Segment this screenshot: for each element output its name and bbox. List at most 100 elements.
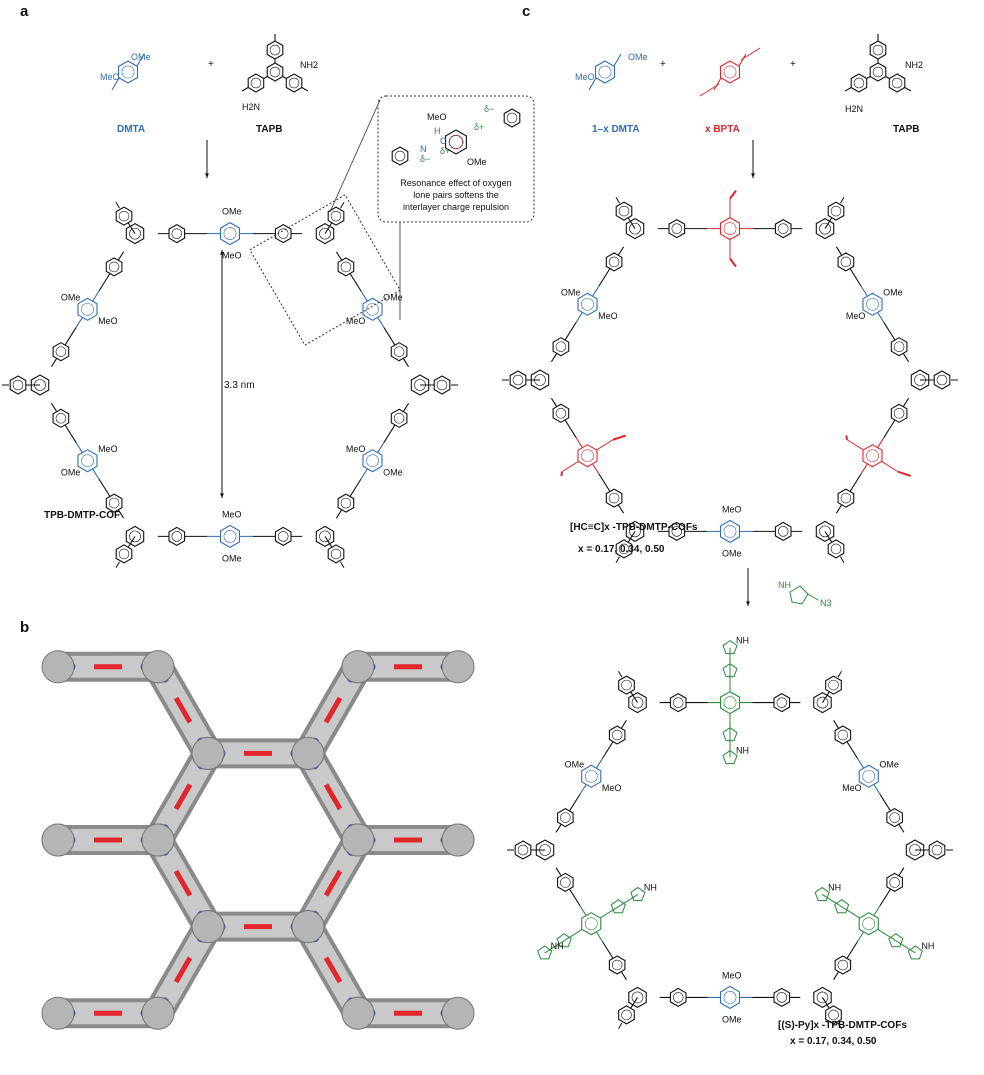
aromatic-circle	[108, 261, 120, 273]
callout-ome: OMe	[467, 157, 487, 167]
triazole-linker	[841, 906, 860, 919]
dangling-phenyl	[509, 370, 527, 390]
node-atoms	[191, 736, 225, 770]
aromatic-circle	[816, 696, 829, 709]
phenyl-ring	[52, 408, 70, 428]
node-atoms	[441, 650, 475, 684]
dangling-phenyl	[327, 206, 345, 226]
aromatic-circle	[936, 374, 948, 386]
alkyne-linker-ring	[719, 519, 741, 544]
pyrrolidine-ring	[907, 945, 923, 960]
aromatic-circle	[393, 413, 405, 424]
pyrrolidine-ring	[630, 886, 646, 901]
bond	[263, 76, 268, 79]
aromatic-circle	[366, 302, 379, 316]
pyrrolidine-linker-ring	[719, 985, 741, 1010]
bond	[588, 77, 597, 91]
extension-bond	[115, 201, 120, 209]
dangling-phenyl	[327, 544, 345, 564]
aromatic-circle	[608, 256, 620, 268]
tapb-arm-ring	[888, 73, 906, 93]
aromatic-circle	[171, 531, 183, 542]
aromatic-circle	[277, 531, 289, 542]
aromatic-circle	[506, 112, 518, 124]
aromatic-circle	[872, 66, 884, 78]
callout-text-3: interlayer charge repulsion	[403, 202, 509, 212]
callout-phenyl	[503, 108, 521, 128]
propargyl-ether	[596, 439, 614, 451]
dmta-ring	[117, 60, 139, 84]
aromatic-circle	[862, 917, 876, 931]
triazole-ring	[610, 899, 626, 914]
methoxy-label: MeO	[222, 251, 242, 261]
pyrrolidine-linker-ring	[858, 912, 879, 936]
tapb-c-h2n: H2N	[845, 104, 863, 114]
azide-linker	[807, 593, 819, 601]
tapb-arm-ring	[850, 73, 868, 93]
dangling-phenyl	[115, 544, 133, 564]
callout-delta-minus-2: δ−	[484, 104, 494, 114]
reactant-tapb-c: TAPB	[893, 124, 919, 135]
aromatic-circle	[840, 492, 852, 504]
pyrrolidine-linker	[544, 940, 565, 954]
phenyl-ring	[168, 526, 186, 547]
oxygen-stripe	[173, 696, 193, 724]
aromatic-circle	[621, 1009, 632, 1021]
aromatic-circle	[108, 497, 120, 509]
plus-a: +	[208, 59, 214, 70]
aromatic-circle	[816, 991, 829, 1004]
pyrrolidine-nh-label: NH	[644, 882, 657, 892]
phenyl-ring	[557, 807, 574, 828]
aromatic-circle	[340, 261, 352, 273]
reagent-nh: NH	[778, 580, 791, 590]
pyrrolidine-linker	[895, 940, 916, 954]
dmta-ome: OMe	[131, 52, 151, 62]
phenyl-ring	[337, 257, 355, 277]
aromatic-circle	[866, 297, 879, 311]
aromatic-circle	[608, 492, 620, 504]
methoxy-label: MeO	[842, 783, 862, 793]
methoxy-label: OMe	[61, 467, 81, 477]
oxygen-stripe	[323, 696, 343, 724]
phenyl-ring	[774, 218, 792, 239]
phenyl-ring	[274, 223, 292, 244]
aromatic-circle	[893, 341, 905, 352]
phenyl-ring	[557, 872, 574, 893]
oxygen-stripe	[173, 956, 193, 984]
aromatic-circle	[121, 65, 135, 79]
aromatic-circle	[819, 525, 831, 538]
alkyne-bond	[612, 434, 627, 441]
phenyl-ring	[837, 252, 855, 272]
extension-bond	[837, 670, 842, 678]
pyrrolidine-ring	[814, 886, 830, 901]
triazole-ring	[888, 933, 904, 948]
aromatic-circle	[777, 223, 789, 234]
pyrrolidine-nh-label: NH	[551, 941, 564, 951]
dangling-phenyl	[615, 539, 633, 559]
methoxy-label: OMe	[383, 293, 403, 303]
dmtp-linker-ring	[219, 524, 241, 549]
bond	[866, 76, 871, 79]
node-atoms	[141, 996, 175, 1030]
aromatic-circle	[517, 844, 529, 856]
aromatic-circle	[872, 44, 884, 56]
reactant-bpta: x BPTA	[705, 124, 740, 135]
phenyl-ring	[105, 493, 123, 513]
methoxy-label: OMe	[222, 207, 242, 217]
oxygen-stripe	[173, 869, 193, 897]
aromatic-circle	[631, 991, 644, 1004]
aromatic-circle	[723, 65, 737, 79]
node-atoms	[41, 650, 75, 684]
bond	[904, 87, 912, 92]
methoxy-label: OMe	[222, 553, 242, 563]
aromatic-circle	[828, 1009, 839, 1021]
extension-bond	[618, 670, 623, 678]
node-atoms	[341, 996, 375, 1030]
tapb-h2n: H2N	[242, 102, 260, 112]
methoxy-label: MeO	[98, 316, 118, 326]
aromatic-circle	[777, 526, 789, 537]
aromatic-circle	[81, 302, 94, 316]
aromatic-circle	[629, 525, 641, 538]
extension-bond	[618, 1022, 623, 1030]
callout-h: H	[434, 126, 441, 136]
